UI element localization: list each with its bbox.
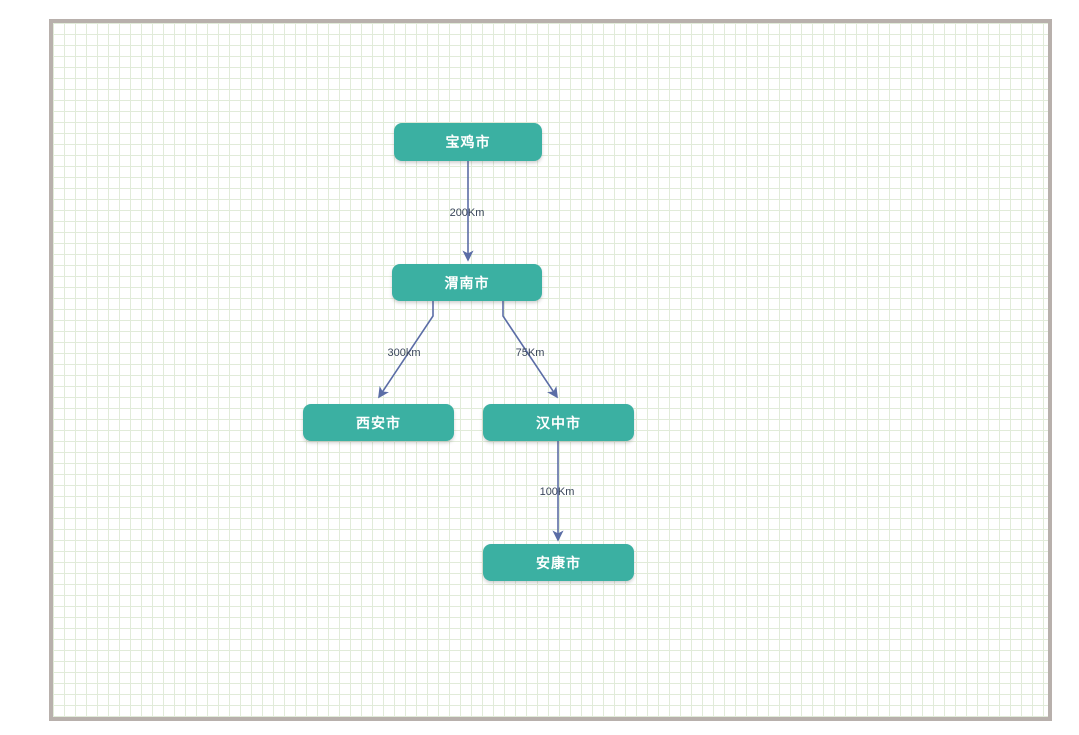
edge-label-hanzhong-ankang: 100Km	[539, 486, 575, 498]
edge-label-weinan-xian: 300km	[387, 347, 421, 359]
edge-weinan-hanzhong[interactable]	[502, 301, 558, 399]
edges-layer	[378, 161, 564, 542]
edge-weinan-xian[interactable]	[378, 301, 434, 399]
node-weinan[interactable]: 渭南市	[392, 264, 542, 301]
edge-label-baoji-weinan: 200Km	[449, 207, 485, 219]
diagram-canvas[interactable]: 200Km 300km 75Km 100Km 宝鸡市渭南市西安市汉中市安康市	[49, 19, 1052, 721]
node-baoji[interactable]: 宝鸡市	[394, 123, 542, 161]
node-xian[interactable]: 西安市	[303, 404, 454, 441]
node-ankang[interactable]: 安康市	[483, 544, 634, 581]
node-hanzhong[interactable]: 汉中市	[483, 404, 634, 441]
edge-label-weinan-hanzhong: 75Km	[515, 347, 545, 359]
